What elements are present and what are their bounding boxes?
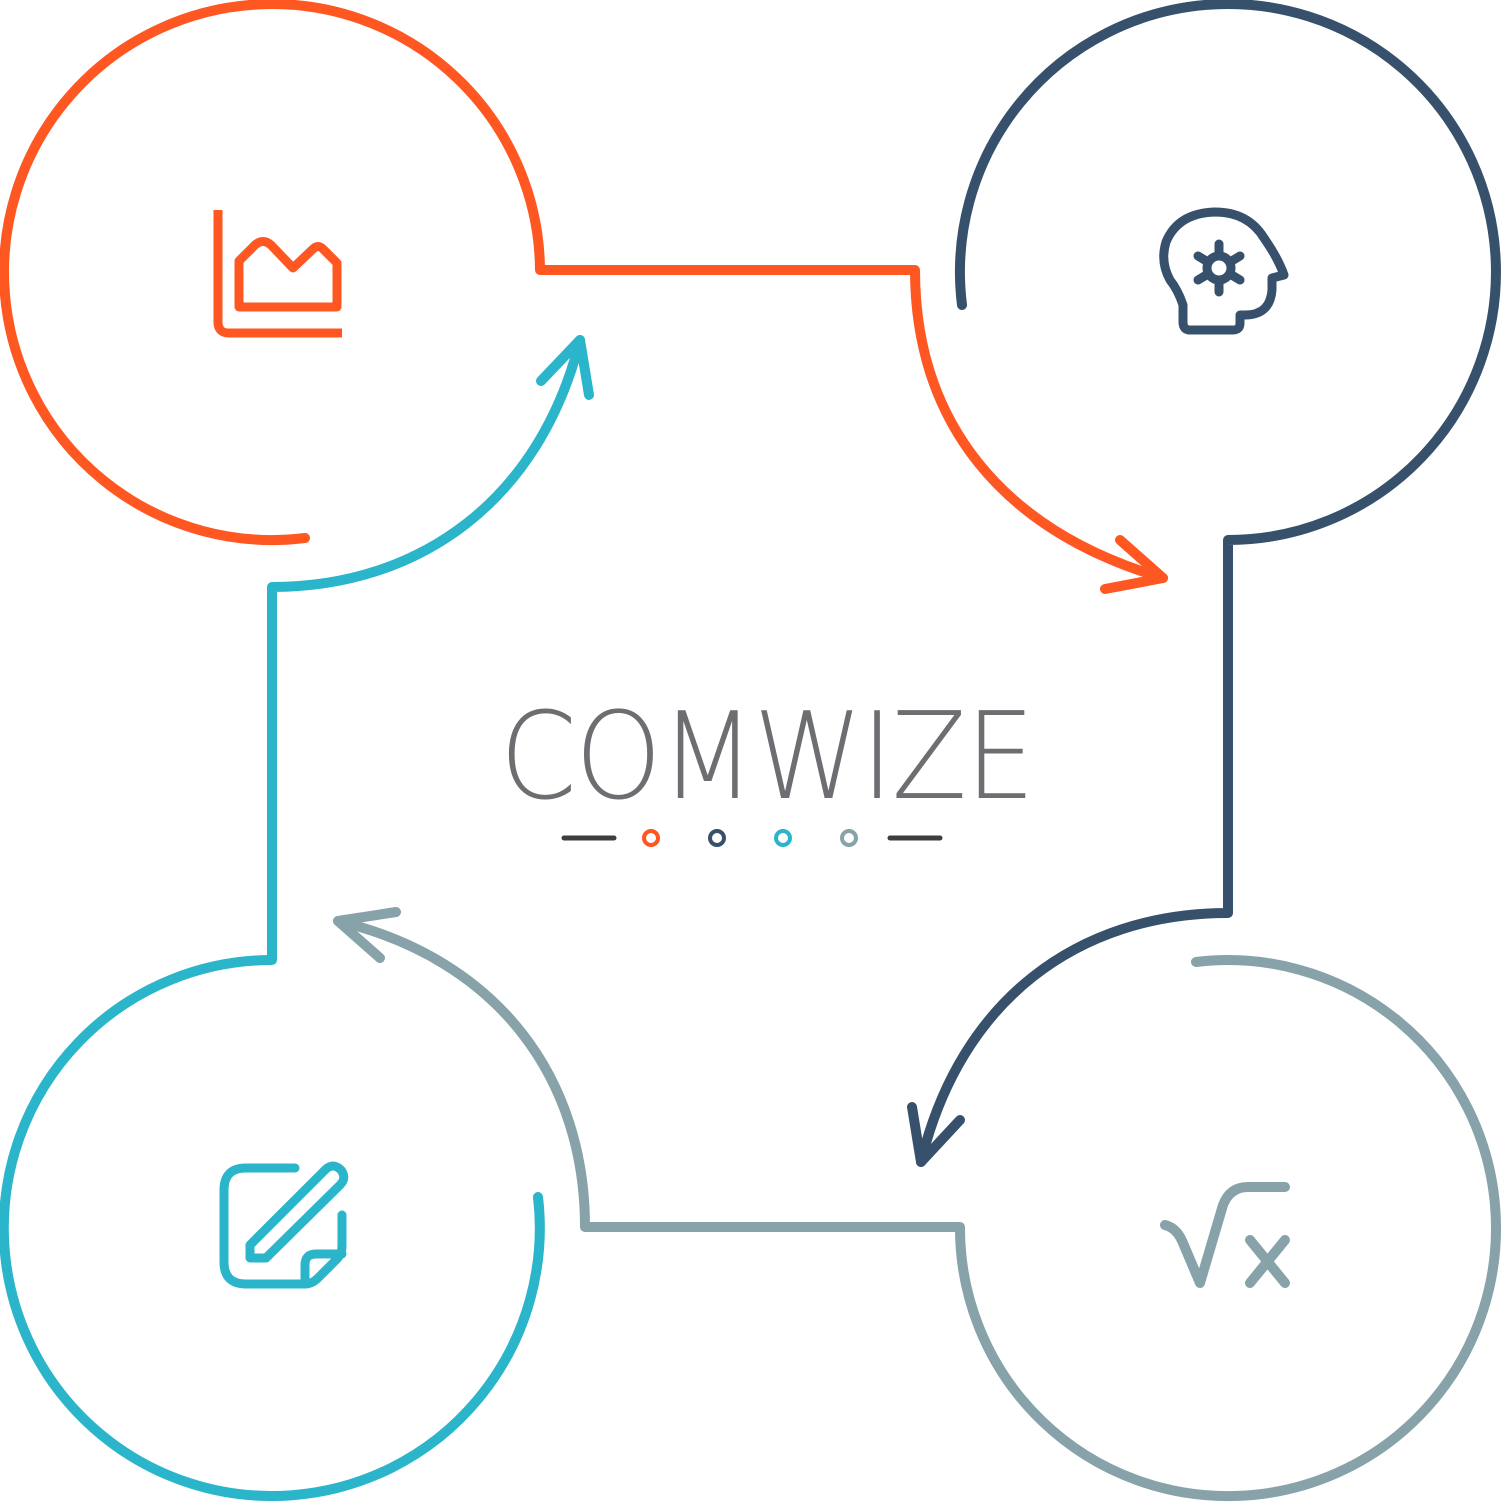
node-intelligence-loop: [907, 0, 1501, 1167]
comwize-logo: COMWIZE: [478, 688, 1035, 827]
node-analytics-loop: [0, 0, 1168, 594]
node-notes-loop: [0, 335, 594, 1501]
logo-underline: [561, 829, 943, 847]
logo-text: COMWIZE: [499, 688, 1035, 827]
head-gear-icon: [1159, 207, 1289, 335]
square-root-x-icon: [1160, 1182, 1290, 1288]
node-formula-loop: [333, 907, 1501, 1502]
edit-note-icon: [219, 1161, 349, 1289]
area-chart-icon: [213, 210, 342, 338]
